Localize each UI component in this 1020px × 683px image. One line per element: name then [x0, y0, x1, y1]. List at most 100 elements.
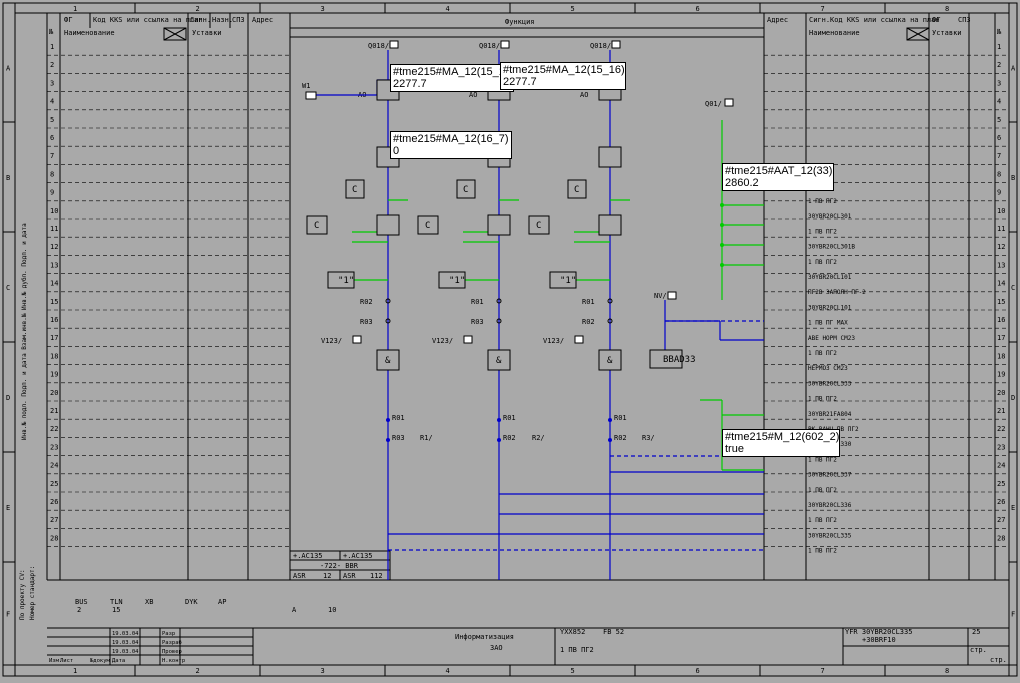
left-row-number: 2 [50, 61, 54, 69]
junction-dot [497, 418, 501, 422]
right-row-number: 24 [997, 462, 1005, 470]
right-row-number: 18 [997, 352, 1005, 360]
junction-dot [720, 203, 724, 207]
junction-dot [720, 223, 724, 227]
tag-value: 2860.2 [725, 177, 759, 189]
c-block-a-2-label: C [574, 185, 579, 195]
tag-m-602-2[interactable]: #tme215#M_12(602_2) true [722, 429, 840, 457]
column-number: 5 [571, 5, 575, 13]
tag-value: 2277.7 [393, 78, 427, 90]
column-number: 6 [696, 667, 700, 675]
left-row-number: 9 [50, 189, 54, 197]
right-signal-label: 1 ПВ ПГ МАХ [808, 320, 848, 327]
c-block-a-1-label: C [463, 185, 468, 195]
bottom-box-text: 12 [323, 572, 331, 580]
column-number: 2 [196, 667, 200, 675]
title-block-sheet-label: стр. [990, 656, 1007, 664]
left-row-number: 6 [50, 134, 54, 142]
right-row-number: 15 [997, 298, 1005, 306]
q018-ref-box [611, 40, 621, 49]
title-block-cell: 19.03.04 [112, 649, 139, 655]
right-signal-label: 30YBR20CL301 [808, 213, 852, 220]
left-header-name: Наименование [64, 29, 115, 37]
ao-label: AO [580, 91, 588, 99]
tag-ma-15-16[interactable]: #tme215#MA_12(15_16) 2277.7 [500, 62, 626, 90]
tag-value: 2277.7 [503, 76, 537, 88]
q018-label: Q018/ [479, 42, 500, 50]
row-letter: B [1011, 174, 1015, 182]
tag-value: true [725, 443, 744, 455]
function-title: Функция [505, 18, 535, 26]
inverter-dot [385, 298, 391, 304]
right-header-no: № [996, 28, 1002, 36]
nv-label: NV/ [654, 292, 667, 300]
right-signal-label: 30YBR20CL337 [808, 472, 852, 479]
tag-ma-16-7[interactable]: #tme215#MA_12(16_7) 0 [390, 131, 512, 159]
title-block-doc: YFR 30YBR20CL335 [845, 628, 912, 636]
inverter-dot [607, 318, 613, 324]
header-cross [163, 27, 187, 41]
or-block-0-label: "1" [338, 276, 354, 286]
column-number: 4 [446, 5, 450, 13]
and-block-1-label: & [496, 356, 502, 366]
column-number: 3 [321, 5, 325, 13]
title-block-cell: Разраб [162, 639, 182, 646]
and-block-2-label: & [607, 356, 613, 366]
and-block-2 [598, 349, 622, 371]
title-block-code: YXX852 [560, 628, 585, 636]
junction-dot [608, 418, 612, 422]
left-row-number: 10 [50, 207, 58, 215]
bottom-left-label: BUS [75, 598, 88, 606]
tag-title: #tme215#MA_12(15_16) [503, 64, 625, 76]
side-vertical-text: Инв.№ подл. Подп. и дата Взам.инв.№ Инв.… [21, 223, 28, 440]
row-letter: A [1011, 65, 1016, 73]
title-block-sheet-no: 25 [972, 628, 980, 636]
bbad33-block-label: BBAD33 [663, 355, 696, 365]
right-header-address: Адрес [767, 16, 788, 24]
comparator-block-0 [376, 214, 400, 236]
c-block-b-2-label: C [536, 221, 541, 231]
left-row-number: 7 [50, 152, 54, 160]
right-row-number: 5 [997, 116, 1001, 124]
or-block-1-label: "1" [449, 276, 465, 286]
right-row-number: 28 [997, 534, 1005, 542]
row-letter: F [1011, 611, 1015, 619]
tag-ma-15-1[interactable]: #tme215#MA_12(15_1 2277.7 [390, 64, 514, 92]
left-row-number: 20 [50, 389, 58, 397]
q01-label: Q01/ [705, 100, 722, 108]
tag-aat-33[interactable]: #tme215#AAT_12(33) 2860.2 [722, 163, 834, 191]
left-row-number: 26 [50, 498, 58, 506]
bottom-left-value: 15 [112, 606, 120, 614]
right-row-number: 9 [997, 189, 1001, 197]
left-header-naz: Назн. [212, 16, 233, 24]
bottom-left-value: 2 [77, 606, 81, 614]
and-block-1 [487, 349, 511, 371]
r-out-label: R01 [503, 414, 516, 422]
junction-dot [386, 418, 390, 422]
right-signal-label: 1 ПВ ПГ2 [808, 517, 837, 524]
left-row-number: 1 [50, 43, 54, 51]
junction-dot [497, 438, 501, 442]
title-block-cell: Разр [162, 631, 175, 637]
bottom-box-text: 112 [370, 572, 383, 580]
bottom-box-text: +.AC135 [293, 552, 323, 560]
bottom-left-value: A [292, 606, 297, 614]
nv-ref-box [667, 291, 677, 300]
left-row-number: 21 [50, 407, 58, 415]
and-block-0 [376, 349, 400, 371]
row-letter: E [6, 504, 10, 512]
inverter-dot [496, 318, 502, 324]
title-block-cell: Дата [112, 658, 125, 664]
right-signal-label: 1 ПВ ПГ2 [808, 228, 837, 235]
side-vertical-text: По проекту CV: [19, 569, 26, 620]
r1-label: R1/ [420, 434, 433, 442]
right-row-number: 25 [997, 480, 1005, 488]
left-row-number: 16 [50, 316, 58, 324]
left-row-number: 28 [50, 534, 58, 542]
c-block-a-1 [456, 179, 476, 199]
q018-label: Q018/ [368, 42, 389, 50]
right-row-number: 1 [997, 43, 1001, 51]
inverter-dot [607, 298, 613, 304]
bottom-left-label: TLN [110, 598, 123, 606]
tag-value: 0 [393, 145, 400, 157]
